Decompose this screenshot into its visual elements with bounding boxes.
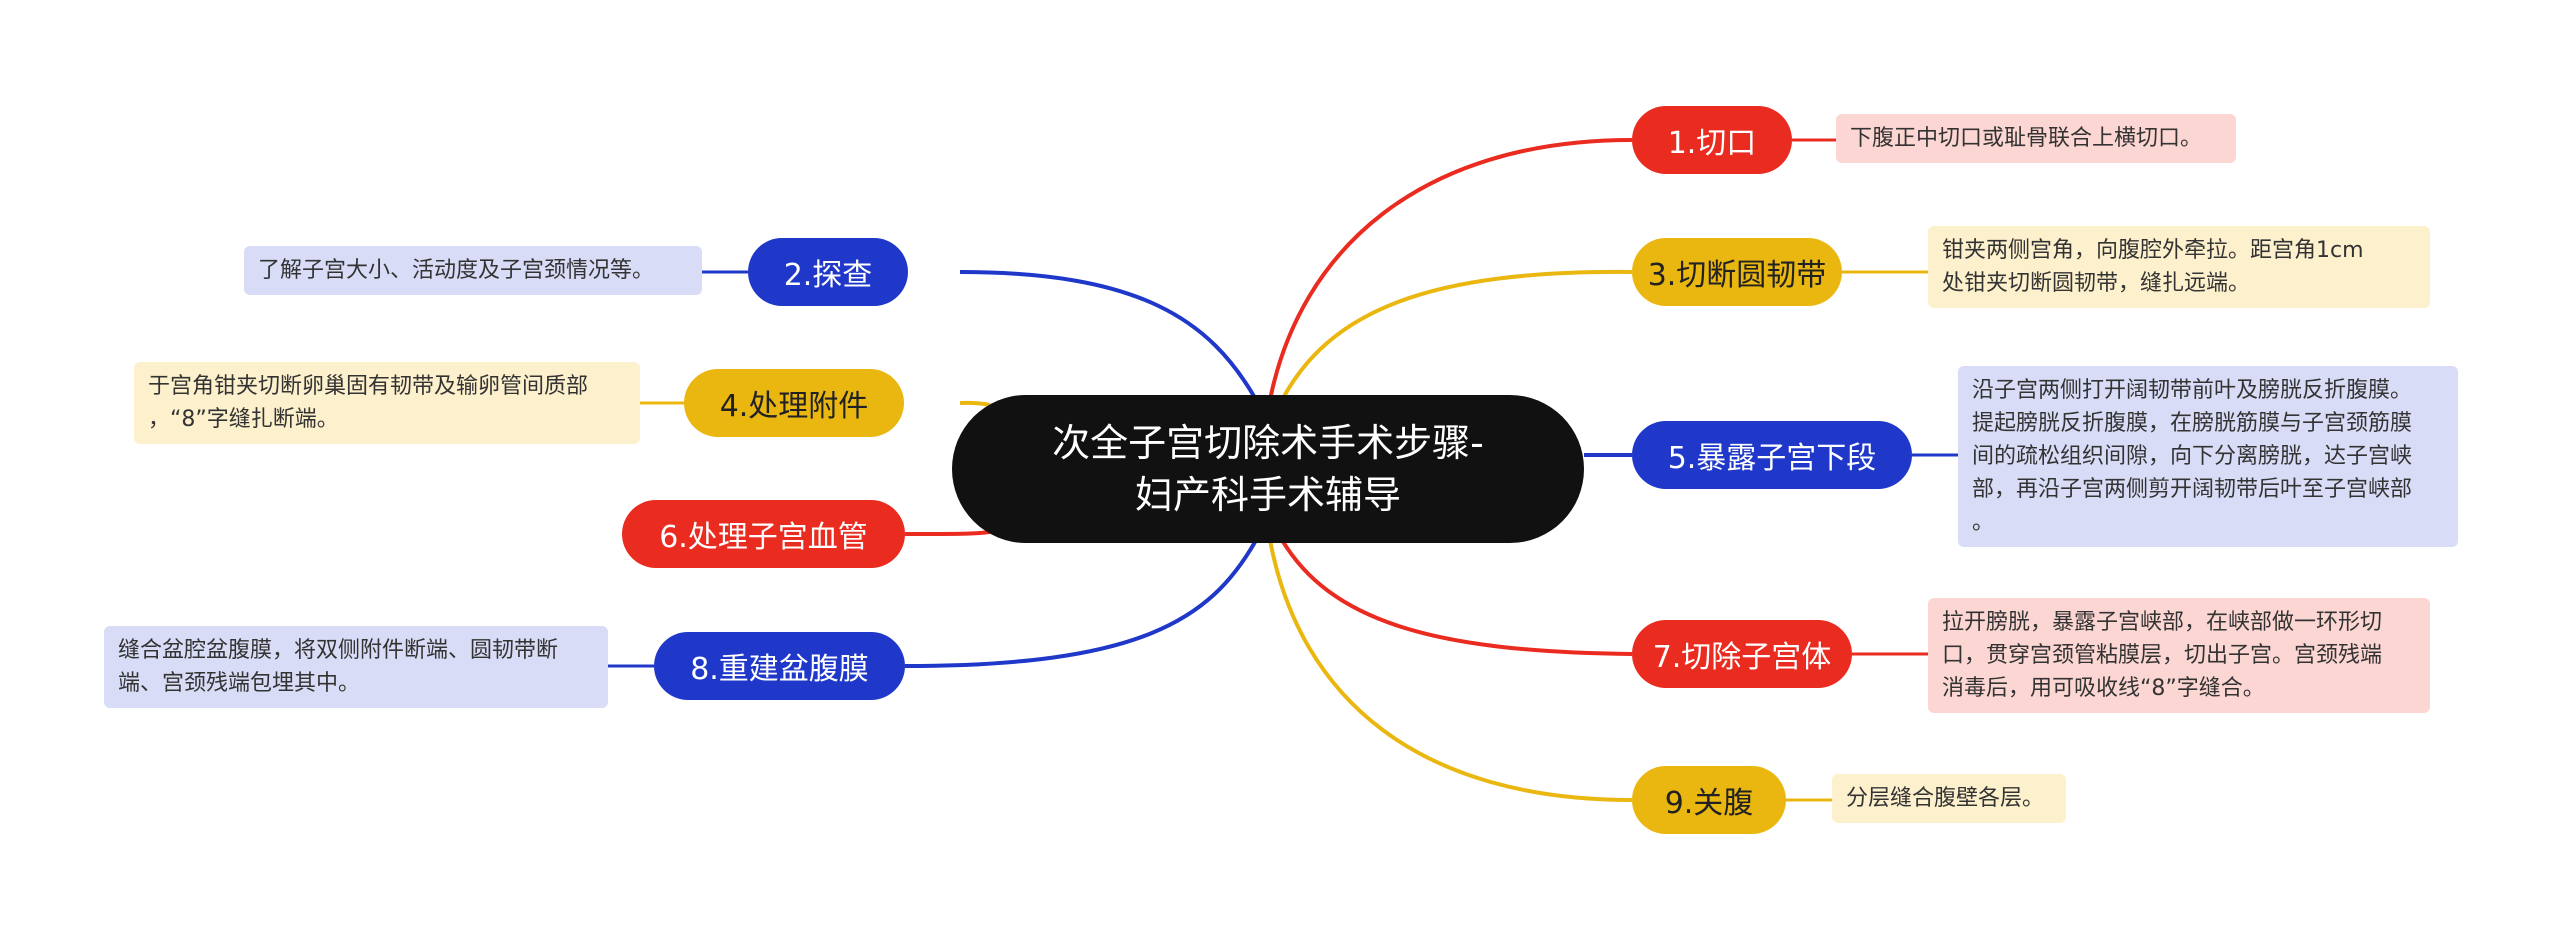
step-5-note-line: 沿子宫两侧打开阔韧带前叶及膀胱反折腹膜。 [1972, 378, 2413, 403]
link-step-4 [959, 400, 991, 407]
central-topic-line-1: 次全子宫切除术手术步骤- [1052, 421, 1484, 465]
link-step-9 [1268, 539, 1633, 802]
step-8-node[interactable]: 8.重建盆腹膜 [654, 632, 905, 700]
step-8-note-line: 缝合盆腔盆腹膜，将双侧附件断端、圆韧带断 [118, 638, 559, 663]
step-7-note: 拉开膀胱，暴露子宫峡部，在峡部做一环形切 口，贯穿宫颈管粘膜层，切出子宫。宫颈残… [1928, 598, 2430, 713]
step-5-node[interactable]: 5.暴露子宫下段 [1632, 421, 1912, 489]
step-4-node[interactable]: 4.处理附件 [684, 369, 904, 437]
step-8-note: 缝合盆腔盆腹膜，将双侧附件断端、圆韧带断 端、宫颈残端包埋其中。 [104, 626, 608, 708]
step-5-note-line: 。 [1972, 510, 1995, 535]
link-step-1 [1268, 138, 1633, 401]
step-9-note: 分层缝合腹壁各层。 [1832, 774, 2066, 823]
link-step-7 [1280, 538, 1633, 656]
step-3-node[interactable]: 3.切断圆韧带 [1632, 238, 1842, 306]
link-step-3 [1280, 269, 1633, 401]
step-7-note-line: 拉开膀胱，暴露子宫峡部，在峡部做一环形切 [1942, 610, 2383, 635]
step-6-node[interactable]: 6.处理子宫血管 [622, 500, 905, 568]
link-step-2 [959, 270, 1257, 400]
link-step-8 [904, 540, 1257, 668]
step-2-note-line: 了解子宫大小、活动度及子宫颈情况等。 [258, 258, 655, 283]
step-4-note: 于宫角钳夹切断卵巢固有韧带及输卵管间质部 ，“8”字缝扎断端。 [134, 362, 640, 444]
step-7-note-line: 消毒后，用可吸收线“8”字缝合。 [1942, 676, 2265, 701]
step-3-note-line: 处钳夹切断圆韧带，缝扎远端。 [1942, 271, 2251, 296]
step-3-note: 钳夹两侧宫角，向腹腔外牵拉。距宫角1cm 处钳夹切断圆韧带，缝扎远端。 [1928, 226, 2430, 308]
step-2-node[interactable]: 2.探查 [748, 238, 908, 306]
step-3-note-line: 钳夹两侧宫角，向腹腔外牵拉。距宫角1cm [1942, 238, 2364, 263]
step-2-note: 了解子宫大小、活动度及子宫颈情况等。 [244, 246, 702, 295]
step-7-note-line: 口，贯穿宫颈管粘膜层，切出子宫。宫颈残端 [1942, 643, 2383, 668]
step-4-note-line: ，“8”字缝扎断端。 [148, 407, 339, 432]
central-topic-line-2: 妇产科手术辅导 [1134, 473, 1401, 517]
link-step-6 [904, 530, 991, 536]
step-7-node[interactable]: 7.切除子宫体 [1632, 620, 1852, 688]
step-4-note-line: 于宫角钳夹切断卵巢固有韧带及输卵管间质部 [148, 374, 589, 399]
step-1-note-line: 下腹正中切口或耻骨联合上横切口。 [1850, 126, 2203, 151]
step-5-note: 沿子宫两侧打开阔韧带前叶及膀胱反折腹膜。 提起膀胱反折腹膜，在膀胱筋膜与子宫颈筋… [1958, 366, 2458, 547]
step-1-node[interactable]: 1.切口 [1632, 106, 1792, 174]
step-9-note-line: 分层缝合腹壁各层。 [1846, 786, 2045, 811]
central-topic[interactable]: 次全子宫切除术手术步骤- 妇产科手术辅导 [952, 395, 1584, 543]
step-1-note: 下腹正中切口或耻骨联合上横切口。 [1836, 114, 2236, 163]
step-5-note-line: 间的疏松组织间隙，向下分离膀胱，达子宫峡 [1972, 444, 2413, 469]
step-8-note-line: 端、宫颈残端包埋其中。 [118, 671, 361, 696]
step-5-note-line: 部，再沿子宫两侧剪开阔韧带后叶至子宫峡部 [1972, 477, 2413, 502]
step-9-node[interactable]: 9.关腹 [1632, 766, 1786, 834]
step-5-note-line: 提起膀胱反折腹膜，在膀胱筋膜与子宫颈筋膜 [1972, 411, 2413, 436]
